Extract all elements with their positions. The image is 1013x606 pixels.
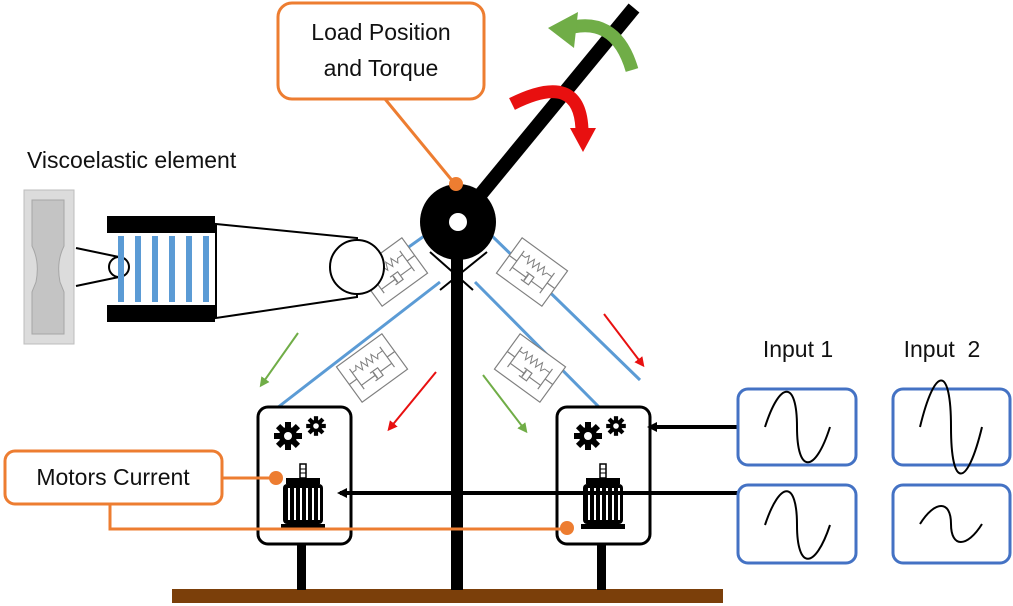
motor-leg-left <box>297 544 306 590</box>
sine-wave-icon <box>919 505 983 543</box>
clamp-wire-bottom <box>75 276 120 287</box>
spring-damper-icon <box>335 333 409 403</box>
red-arrow-right <box>603 313 645 368</box>
load-point <box>449 177 463 191</box>
sine-wave-icon <box>764 490 831 560</box>
specimen-photo <box>23 189 75 345</box>
gear-icon <box>606 416 626 436</box>
green-arrow-left <box>259 332 299 388</box>
gear-icon <box>274 422 302 450</box>
lever-arm <box>452 3 640 227</box>
green-arrow-right <box>482 374 528 434</box>
gear-icon <box>306 416 326 436</box>
belt-pulley <box>329 239 385 295</box>
input2-label: Input 2 <box>904 336 981 362</box>
sine-wave-icon <box>919 379 983 475</box>
curved-arrow-red <box>509 85 596 152</box>
spring-damper-icon <box>493 333 567 403</box>
load-label-line1: Load Position <box>311 19 450 45</box>
viscoelastic-label: Viscoelastic element <box>27 147 237 173</box>
central-post <box>451 218 463 590</box>
input1-label: Input 1 <box>763 336 833 362</box>
current-point-right <box>560 521 574 535</box>
motors-current-label: Motors Current <box>36 464 190 490</box>
ground-bar <box>172 589 723 603</box>
load-leader <box>383 98 457 185</box>
load-label-line2: and Torque <box>324 55 439 81</box>
pulley-hub <box>449 213 467 231</box>
cross-cables <box>429 251 488 291</box>
current-leader-right <box>108 505 567 531</box>
spring-damper-icon <box>495 237 569 307</box>
belt-housing <box>215 222 358 320</box>
load-callout-box <box>276 1 486 101</box>
clamp-wire-top <box>75 247 120 258</box>
motors-current-box <box>3 449 224 506</box>
current-point-left <box>269 471 283 485</box>
curved-arrow-green <box>548 12 639 72</box>
fixture-bottom-plate <box>107 305 215 322</box>
fixture-top-plate <box>107 216 215 233</box>
gear-icon <box>574 422 602 450</box>
red-arrow-left <box>387 371 437 432</box>
motor-leg-right <box>597 544 606 590</box>
sine-wave-icon <box>764 391 831 463</box>
fixture-bars <box>118 236 209 302</box>
